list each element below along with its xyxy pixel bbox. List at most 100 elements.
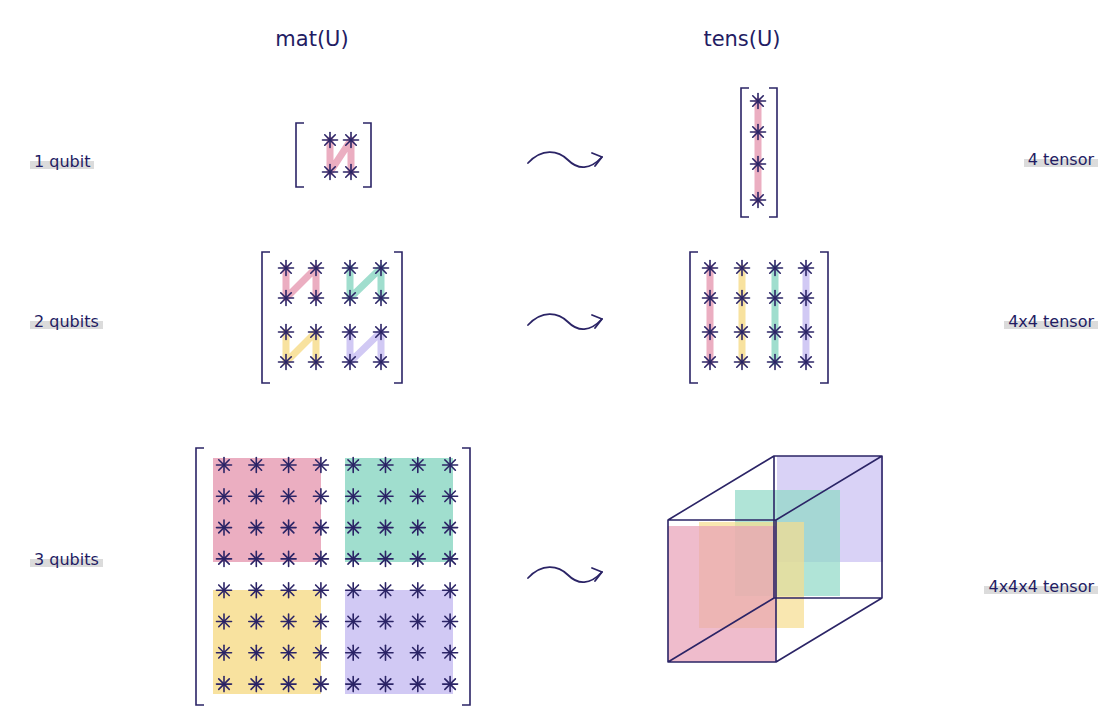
asterisk — [313, 489, 328, 504]
block-highlight — [213, 458, 321, 562]
reshape-path — [739, 268, 746, 362]
asterisk — [279, 261, 294, 276]
asterisk — [751, 193, 766, 208]
column-heading: tens(U) — [703, 27, 780, 52]
asterisk — [279, 291, 294, 306]
asterisk — [410, 614, 425, 629]
asterisk — [346, 551, 361, 566]
asterisk — [343, 325, 358, 340]
asterisk — [313, 645, 328, 660]
asterisk — [249, 677, 264, 692]
asterisk — [249, 583, 264, 598]
asterisk — [217, 489, 232, 504]
asterisk — [346, 583, 361, 598]
matrix-bracket — [690, 252, 828, 383]
asterisk — [281, 645, 296, 660]
row-label: 3 qubits — [30, 550, 103, 569]
asterisk — [309, 261, 324, 276]
asterisk — [751, 157, 766, 172]
asterisk — [343, 291, 358, 306]
asterisk — [249, 489, 264, 504]
asterisk — [410, 458, 425, 473]
asterisk — [281, 458, 296, 473]
tensor-shape-label: 4x4x4 tensor — [984, 577, 1098, 596]
asterisk — [309, 325, 324, 340]
asterisk — [378, 614, 393, 629]
asterisk — [249, 520, 264, 535]
asterisk — [410, 583, 425, 598]
column-heading: mat(U) — [275, 27, 348, 52]
asterisk — [443, 645, 458, 660]
asterisk — [374, 261, 389, 276]
row-label: 2 qubits — [30, 312, 103, 331]
asterisk — [313, 551, 328, 566]
asterisk — [281, 583, 296, 598]
asterisk — [217, 614, 232, 629]
asterisk — [309, 355, 324, 370]
row-three — [196, 448, 883, 705]
asterisk — [217, 645, 232, 660]
asterisk — [313, 458, 328, 473]
asterisk — [799, 261, 814, 276]
tensor-shape-label: 4x4 tensor — [1004, 312, 1098, 331]
asterisk — [217, 583, 232, 598]
asterisk — [313, 614, 328, 629]
asterisk — [410, 489, 425, 504]
asterisk — [443, 520, 458, 535]
asterisk — [279, 325, 294, 340]
asterisk — [323, 165, 338, 180]
block-highlight — [345, 458, 453, 562]
asterisk — [378, 489, 393, 504]
asterisk — [443, 551, 458, 566]
asterisk — [410, 551, 425, 566]
asterisk — [346, 489, 361, 504]
asterisk — [281, 551, 296, 566]
asterisk — [217, 520, 232, 535]
reshape-path — [330, 140, 351, 172]
matrix-bracket — [196, 448, 470, 705]
asterisk — [374, 325, 389, 340]
asterisk — [313, 520, 328, 535]
asterisk — [410, 645, 425, 660]
reshape-path — [755, 101, 762, 200]
asterisk — [443, 677, 458, 692]
reshape-path — [707, 268, 714, 362]
asterisk — [768, 261, 783, 276]
row-two — [262, 252, 828, 383]
asterisk — [768, 355, 783, 370]
asterisk — [344, 133, 359, 148]
map-arrow — [528, 567, 602, 582]
asterisk — [768, 325, 783, 340]
row-label: 1 qubit — [30, 152, 94, 171]
asterisk — [346, 677, 361, 692]
block-highlight — [213, 590, 321, 694]
asterisk — [279, 355, 294, 370]
asterisk — [323, 133, 338, 148]
asterisk — [378, 520, 393, 535]
asterisk — [281, 677, 296, 692]
asterisk — [343, 355, 358, 370]
asterisk — [703, 261, 718, 276]
map-arrow — [528, 314, 602, 329]
asterisk — [799, 291, 814, 306]
asterisk — [799, 355, 814, 370]
asterisk — [313, 583, 328, 598]
arrow-head — [592, 315, 602, 328]
asterisk — [735, 291, 750, 306]
asterisk — [378, 645, 393, 660]
asterisk — [346, 520, 361, 535]
asterisk — [249, 551, 264, 566]
asterisk — [346, 458, 361, 473]
asterisk — [799, 325, 814, 340]
asterisk — [751, 125, 766, 140]
asterisk — [703, 291, 718, 306]
slice-highlight — [668, 526, 776, 662]
asterisk — [249, 645, 264, 660]
asterisk — [410, 677, 425, 692]
asterisk — [735, 325, 750, 340]
arrow-head — [592, 153, 602, 166]
asterisk — [313, 677, 328, 692]
asterisk — [249, 614, 264, 629]
asterisk — [410, 520, 425, 535]
